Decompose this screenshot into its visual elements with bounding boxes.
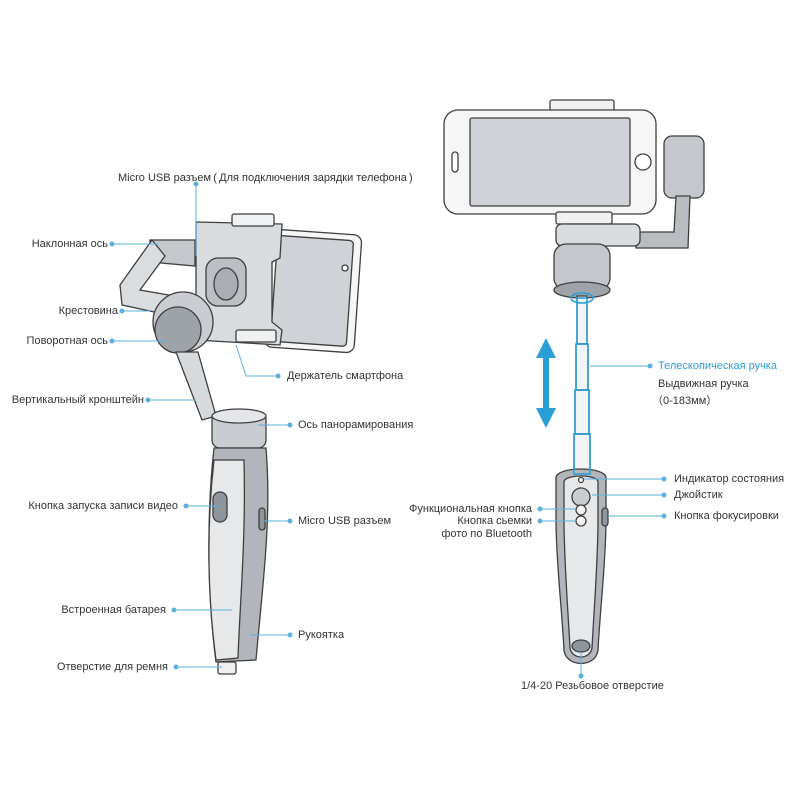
right-phone-speaker [451,151,459,173]
right-shutter-button [575,515,587,527]
right-tilt-motor [663,135,705,199]
label-tilt-axis: Наклонная ось [31,238,108,250]
right-status-led [577,476,585,484]
right-rod-segment-3 [574,389,590,435]
left-record-button [212,491,228,523]
right-rod-segment-2 [575,343,589,391]
right-focus-button [601,507,609,527]
left-phone-camera [341,264,349,272]
left-tilt-motor-face [213,267,239,301]
right-rod-highlight [570,292,594,475]
right-function-button [575,504,587,516]
label-strap-hole: Отверстие для ремня [56,661,168,673]
left-phone-screen [270,235,354,347]
left-vertical-bracket [175,351,217,421]
label-crosspiece: Крестовина [58,305,118,317]
left-roll-motor-inner [154,306,202,354]
label-micro-usb-top: Micro USB разъем ( Для подключения заряд… [118,172,413,184]
right-thread-hole [571,639,591,653]
left-callouts [109,181,293,670]
right-joystick [571,487,591,507]
label-roll-axis: Поворотная ось [26,335,108,347]
left-pan-motor-top [211,408,267,424]
label-status-indicator: Индикатор состояния [674,473,785,485]
right-callouts [537,363,667,679]
label-micro-usb-side: Micro USB разъем [298,515,392,527]
label-pan-axis: Ось панорамирования [298,419,414,431]
label-vertical-bracket: Вертикальный кронштейн [11,394,144,406]
left-holder-bottom-pad [235,329,277,343]
label-telescopic: Телескопическая ручка [658,360,777,372]
label-record-button: Кнопка запуска записи видео [28,500,178,512]
label-phone-holder: Держатель смартфона [287,370,404,382]
label-range: （0-183мм） [652,395,718,407]
label-focus-button: Кнопка фокусировки [674,510,779,522]
extend-arrow [536,338,556,428]
right-phone-screen [469,117,631,207]
right-holder-bottom-pad [555,211,613,225]
right-rod-segment-4 [573,433,591,475]
right-phone-home [634,153,652,171]
label-battery: Встроенная батарея [61,604,166,616]
left-holder-top-pad [231,213,275,227]
label-handle: Рукоятка [298,629,345,641]
label-thread-hole: 1/4-20 Резьбовое отверстие [521,680,664,692]
label-shutter-line1: Кнопка сьемки [457,515,532,527]
left-handle-front [208,459,246,661]
label-joystick: Джойстик [674,489,723,501]
right-side-arm [635,195,691,249]
left-usb-port [258,507,266,531]
label-extendable: Выдвижная ручка [658,378,749,390]
right-roll-base [555,223,641,247]
left-strap-hole [217,661,237,675]
label-shutter-line2: фото по Bluetooth [441,528,532,540]
label-function-button: Функциональная кнопка [409,503,532,515]
